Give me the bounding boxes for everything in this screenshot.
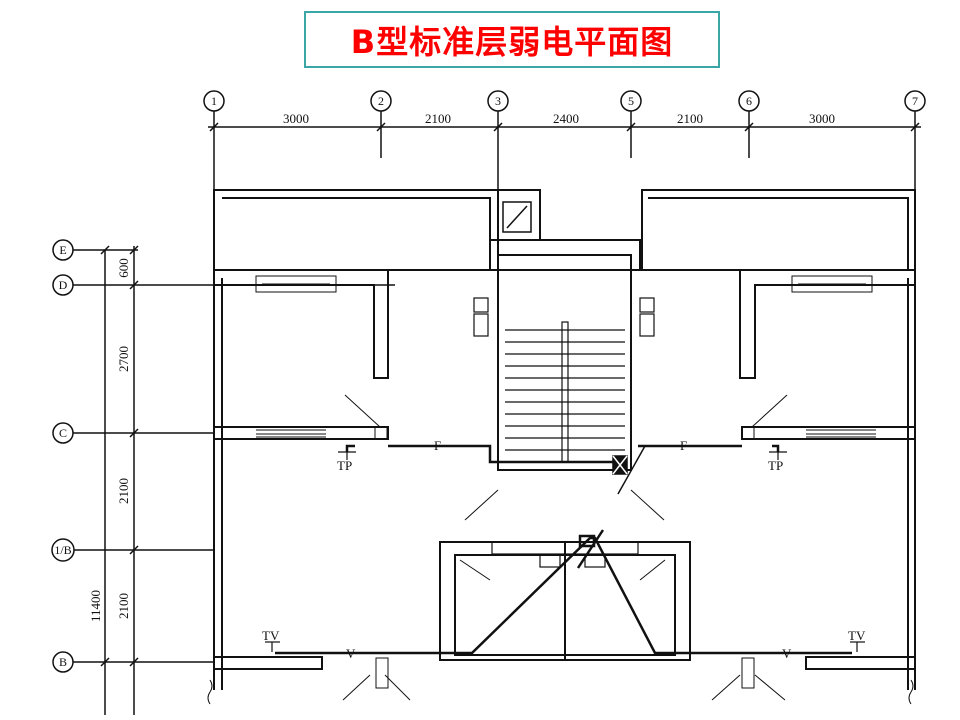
tv-label-right: TV xyxy=(848,628,866,643)
stair-treads xyxy=(505,321,625,463)
cable-label-v-left: V xyxy=(346,646,356,661)
dim-c-1b: 2100 xyxy=(116,478,131,504)
tp-outlet-right-icon xyxy=(769,451,787,460)
tp-label-right: TP xyxy=(768,458,783,473)
dim-2-3: 2100 xyxy=(425,111,451,126)
axis-bubble-7: 7 xyxy=(904,90,926,112)
axis-bubble-e: E xyxy=(52,239,138,261)
drawing-title: B型标准层弱电平面图 xyxy=(350,22,674,61)
axis-bubble-3: 3 xyxy=(487,90,509,112)
tv-label-left: TV xyxy=(262,628,280,643)
dim-5-6: 2100 xyxy=(677,111,703,126)
axis-bubble-2: 2 xyxy=(370,90,392,112)
svg-text:5: 5 xyxy=(628,94,634,108)
dim-6-7: 3000 xyxy=(809,111,835,126)
windows xyxy=(255,275,876,440)
dim-3-5: 2400 xyxy=(553,111,579,126)
svg-text:B: B xyxy=(59,655,67,669)
axis-bubble-c: C xyxy=(52,422,215,444)
walls xyxy=(213,189,916,690)
junction-box-icon xyxy=(612,445,646,495)
dim-total: 11400 xyxy=(88,590,103,622)
title-box: B型标准层弱电平面图 xyxy=(304,11,720,68)
svg-text:1/B: 1/B xyxy=(54,543,71,557)
break-marks xyxy=(207,679,914,705)
dim-1b-b: 2100 xyxy=(116,593,131,619)
tv-outlet-right-icon xyxy=(850,641,865,652)
svg-text:C: C xyxy=(59,426,67,440)
cable-label-f-left: F xyxy=(434,438,441,453)
dim-e-d: 600 xyxy=(116,258,131,278)
svg-text:7: 7 xyxy=(912,94,918,108)
cable-label-v-right: V xyxy=(782,646,792,661)
svg-text:E: E xyxy=(59,243,66,257)
dim-d-c: 2700 xyxy=(116,346,131,372)
axis-bubble-1: 1 xyxy=(203,90,225,112)
door-swings xyxy=(342,394,788,701)
svg-text:1: 1 xyxy=(211,94,217,108)
axis-bubble-b: B xyxy=(52,651,215,673)
top-dimension-line xyxy=(208,111,921,190)
svg-text:3: 3 xyxy=(495,94,501,108)
panel-box-icon xyxy=(473,297,655,337)
axis-bubble-6: 6 xyxy=(738,90,760,112)
tv-outlet-left-icon xyxy=(265,641,280,652)
svg-text:6: 6 xyxy=(746,94,752,108)
left-dimension-line xyxy=(100,245,139,715)
axis-bubble-1b: 1/B xyxy=(51,538,215,562)
tp-outlet-left-icon xyxy=(338,451,356,460)
svg-text:D: D xyxy=(59,278,68,292)
dim-1-2: 3000 xyxy=(283,111,309,126)
tp-label-left: TP xyxy=(337,458,352,473)
svg-text:2: 2 xyxy=(378,94,384,108)
cable-label-f-right: F xyxy=(680,438,687,453)
shaft-box-icon xyxy=(502,201,532,233)
axis-bubble-5: 5 xyxy=(620,90,642,112)
lower-center-details xyxy=(491,541,639,568)
cable-v-line xyxy=(275,529,852,655)
